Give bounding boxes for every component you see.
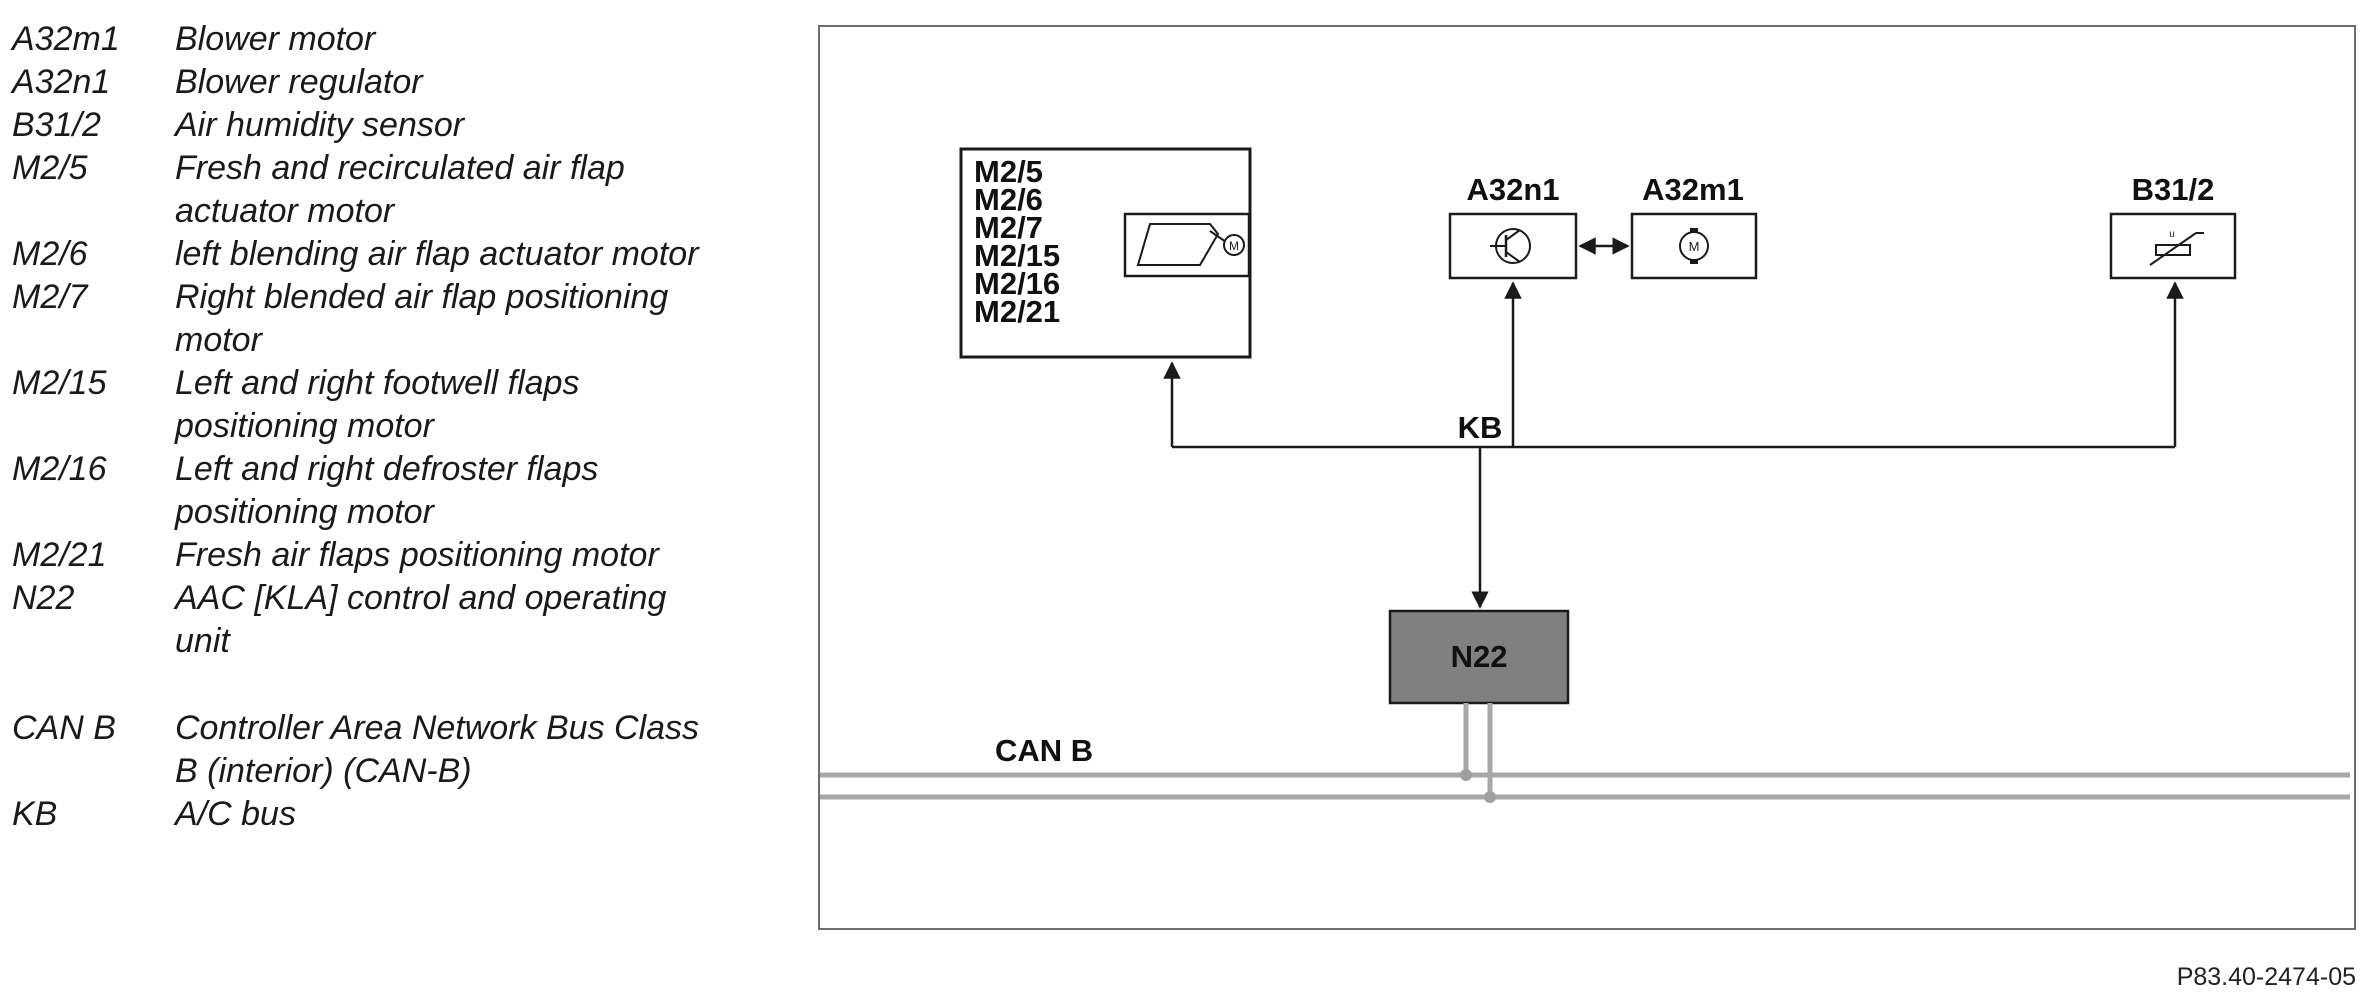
legend-desc: Right blended air flap positioning motor (175, 278, 669, 359)
legend-code: B31/2 (12, 106, 101, 144)
actuator-label: M2/21 (974, 294, 1060, 329)
flap-actuator-icon: M (1123, 212, 1251, 278)
kb-bus: KB (1163, 281, 2184, 609)
legend-row: N22 AAC [KLA] control and operating unit (12, 577, 712, 663)
legend-row: M2/6 left blending air flap actuator moto… (12, 233, 712, 276)
legend-code: CAN B (12, 709, 116, 747)
legend-row: B31/2 Air humidity sensor (12, 104, 712, 147)
actuator-label: M2/16 (974, 266, 1060, 301)
legend-row: A32n1 Blower regulator (12, 61, 712, 104)
wiring-diagram-frame: M2/5 M2/6 M2/7 M2/15 M2/16 M2/21 M A32n1 (818, 25, 2356, 930)
legend-desc: Left and right defroster flaps positioni… (175, 450, 599, 531)
legend-code: M2/6 (12, 235, 88, 273)
legend-desc: Left and right footwell flaps positionin… (175, 364, 580, 445)
legend-spacer (12, 663, 712, 707)
legend-row: M2/21 Fresh air flaps positioning motor (12, 534, 712, 577)
sensor-icon: u (2149, 229, 2204, 266)
legend-row: M2/15 Left and right footwell flaps posit… (12, 362, 712, 448)
figure-reference: P83.40-2474-05 (2176, 963, 2356, 991)
legend-desc: left blending air flap actuator motor (175, 235, 699, 273)
legend-desc: Controller Area Network Bus Class B (int… (175, 709, 700, 790)
legend-code: A32m1 (12, 20, 120, 58)
svg-text:M: M (1689, 239, 1700, 254)
legend-desc: Blower regulator (175, 63, 423, 101)
wiring-diagram: M2/5 M2/6 M2/7 M2/15 M2/16 M2/21 M A32n1 (820, 147, 2350, 803)
actuator-label: M2/15 (974, 238, 1060, 273)
legend-code: N22 (12, 579, 75, 617)
humidity-sensor: B31/2 u (2109, 172, 2237, 280)
legend-desc: Fresh air flaps positioning motor (175, 536, 659, 574)
legend-row: KB A/C bus (12, 793, 712, 836)
control-unit-label: N22 (1451, 639, 1508, 674)
legend-row: A32m1 Blower motor (12, 18, 712, 61)
bus-label: KB (1458, 410, 1503, 445)
blower-regulator: A32n1 (1448, 172, 1578, 280)
legend-code: M2/16 (12, 450, 107, 488)
legend-code: M2/21 (12, 536, 107, 574)
legend-code: M2/7 (12, 278, 88, 316)
blower-label: A32m1 (1642, 172, 1744, 207)
motor-icon: M (1679, 228, 1709, 264)
legend-code: M2/15 (12, 364, 107, 402)
legend-row: M2/5 Fresh and recirculated air flap actu… (12, 147, 712, 233)
legend-desc: Air humidity sensor (175, 106, 465, 144)
legend-row: M2/16 Left and right defroster flaps posi… (12, 448, 712, 534)
legend-code: M2/5 (12, 149, 88, 187)
svg-text:u: u (2169, 229, 2175, 240)
actuator-label: M2/7 (974, 210, 1043, 245)
legend-code: KB (12, 795, 58, 833)
actuator-label: M2/6 (974, 182, 1043, 217)
regulator-label: A32n1 (1466, 172, 1559, 207)
control-unit: N22 (1388, 609, 1570, 705)
transistor-icon (1490, 228, 1531, 264)
legend-desc: Blower motor (175, 20, 376, 58)
legend-desc: A/C bus (175, 795, 296, 833)
legend-code: A32n1 (12, 63, 111, 101)
legend-desc: AAC [KLA] control and operating unit (175, 579, 667, 660)
svg-text:M: M (1229, 239, 1239, 253)
actuator-motor-box: M2/5 M2/6 M2/7 M2/15 M2/16 M2/21 M (959, 147, 1252, 359)
blower-motor: A32m1 M (1630, 172, 1758, 280)
actuator-label: M2/5 (974, 154, 1043, 189)
can-label: CAN B (995, 733, 1093, 768)
can-b-bus: CAN B (820, 703, 2350, 803)
sensor-label: B31/2 (2132, 172, 2215, 207)
legend-row: M2/7 Right blended air flap positioning m… (12, 276, 712, 362)
legend-desc: Fresh and recirculated air flap actuator… (175, 149, 625, 230)
legend-row: CAN B Controller Area Network Bus Class B… (12, 707, 712, 793)
